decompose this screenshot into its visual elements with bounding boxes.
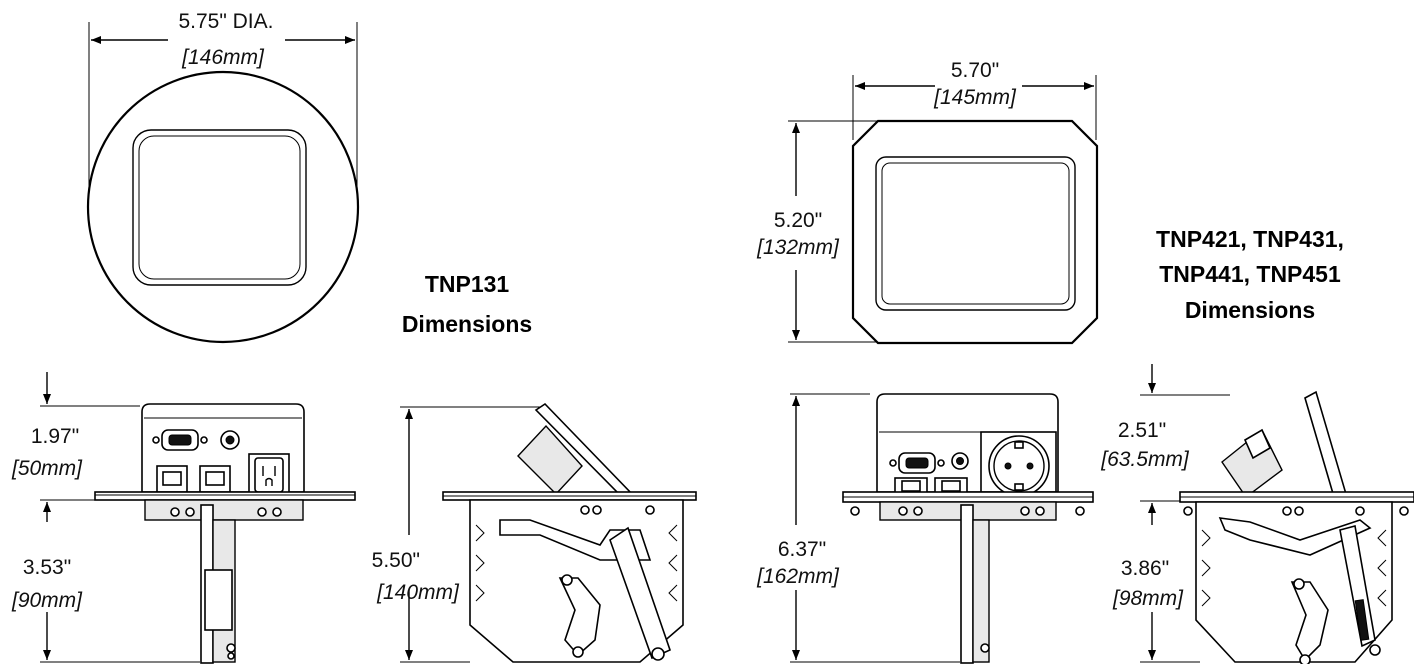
lid-outer (875, 156, 1076, 311)
round-cover-plate (86, 70, 360, 344)
tnp4xx-height-inch: 5.20" (774, 209, 822, 232)
tnp131-side-view (400, 402, 697, 663)
tnp131-title-dimensions: Dimensions (402, 311, 532, 337)
tnp131-depth-mm: [90mm] (11, 589, 83, 612)
tnp131-depth-inch: 3.53" (23, 556, 71, 579)
tnp4xx-depth-mm: [98mm] (1112, 587, 1184, 610)
tnp4xx-front-view (790, 393, 1094, 664)
tnp4xx-side-view (1140, 364, 1414, 664)
tnp131-front-view (40, 372, 356, 664)
tnp4xx-top-view (788, 75, 1099, 345)
tnp131-title: TNP131 (425, 271, 510, 297)
tnp131-total-height-mm: [140mm] (376, 581, 460, 604)
tnp131-diameter-mm: [146mm] (181, 46, 265, 69)
octagon-cover-plate (851, 119, 1099, 345)
tnp4xx-width-mm: [145mm] (933, 86, 1017, 109)
tnp131-height-above-inch: 1.97" (31, 425, 79, 448)
tnp131-top-view (86, 22, 360, 344)
tnp4xx-total-height-inch: 6.37" (778, 538, 826, 561)
lid-outer (132, 129, 307, 286)
lid-inner (138, 135, 301, 280)
tnp4xx-total-height-mm: [162mm] (756, 565, 840, 588)
lid-inner (881, 162, 1070, 305)
tnp4xx-title-line2: TNP441, TNP451 (1159, 261, 1341, 287)
tnp4xx-height-mm: [132mm] (756, 236, 840, 259)
tnp4xx-height-above-mm: [63.5mm] (1100, 448, 1190, 471)
tnp131-total-height-inch: 5.50" (372, 549, 420, 572)
tnp4xx-height-above-inch: 2.51" (1118, 419, 1166, 442)
tnp131-height-above-mm: [50mm] (11, 457, 83, 480)
tnp131-diameter-inch: 5.75" DIA. (178, 10, 273, 33)
tnp4xx-title-line1: TNP421, TNP431, (1156, 226, 1344, 252)
tnp4xx-width-inch: 5.70" (951, 59, 999, 82)
tnp4xx-title-dimensions: Dimensions (1185, 297, 1315, 323)
tnp4xx-depth-inch: 3.86" (1121, 557, 1169, 580)
